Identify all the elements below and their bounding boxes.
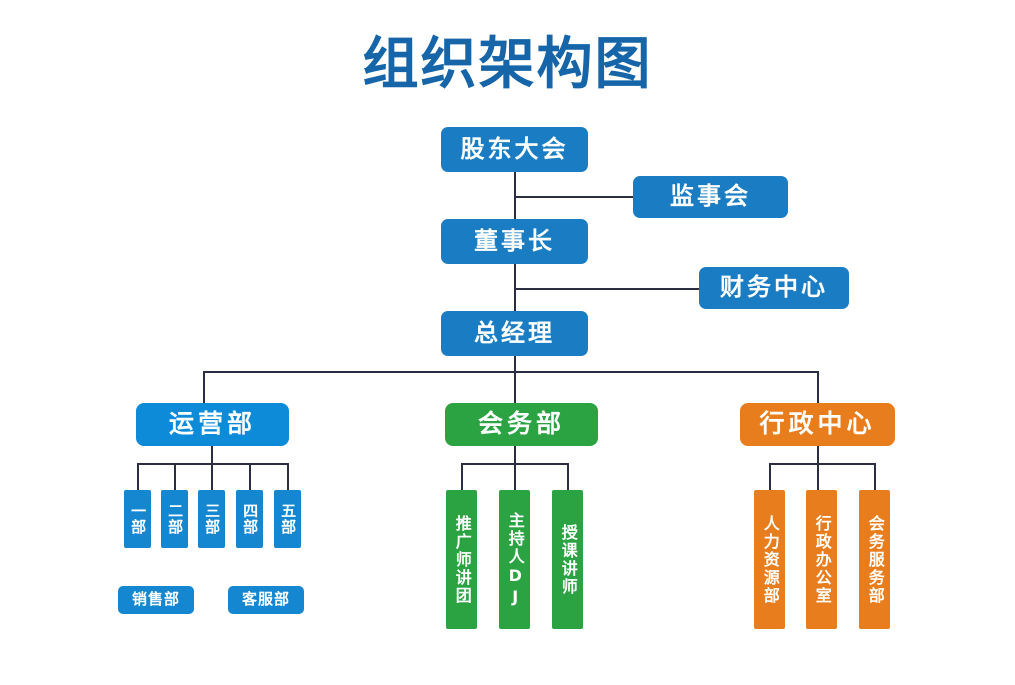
node-customer-service-department[interactable]: 客服部 xyxy=(228,586,304,614)
page-title: 组织架构图 xyxy=(362,32,653,97)
node-sales-department[interactable]: 销售部 xyxy=(118,586,194,614)
connector-administration-bus xyxy=(769,463,875,465)
connector-to-supervisors xyxy=(514,196,633,198)
node-label: 推广师讲团 xyxy=(452,514,472,605)
connector-conf-unit-3 xyxy=(567,463,569,490)
node-label: 一部 xyxy=(129,503,148,535)
node-label: 行政中心 xyxy=(759,409,876,439)
node-conference-department[interactable]: 会务部 xyxy=(445,403,598,446)
node-shareholders-meeting[interactable]: 股东大会 xyxy=(441,127,588,172)
node-label: 财务中心 xyxy=(720,273,828,302)
node-label: 监事会 xyxy=(670,182,751,211)
connector-conference-bus xyxy=(461,463,568,465)
node-label: 二部 xyxy=(166,503,185,535)
connector-bus-to-conference xyxy=(514,371,516,404)
node-finance-center[interactable]: 财务中心 xyxy=(699,267,849,309)
node-label: 销售部 xyxy=(131,590,180,609)
connector-ops-unit-4 xyxy=(249,463,251,490)
node-conference-unit[interactable]: 主持人DJ xyxy=(499,490,530,629)
connector-department-bus xyxy=(203,371,819,373)
node-administration-center[interactable]: 行政中心 xyxy=(740,403,895,446)
node-operations-unit[interactable]: 四部 xyxy=(236,490,263,548)
connector-admin-unit-3 xyxy=(874,463,876,490)
connector-bus-to-operations xyxy=(203,371,205,404)
node-label: 会务部 xyxy=(477,409,565,439)
node-label: 客服部 xyxy=(241,590,290,609)
connector-administration-down xyxy=(817,445,819,490)
connector-to-finance xyxy=(514,288,699,290)
node-operations-unit[interactable]: 五部 xyxy=(274,490,301,548)
node-label: 会务服务部 xyxy=(865,514,885,605)
node-administration-unit[interactable]: 会务服务部 xyxy=(859,490,890,629)
connector-ops-unit-2 xyxy=(174,463,176,490)
node-label: 五部 xyxy=(279,503,298,535)
node-chairman[interactable]: 董事长 xyxy=(441,219,588,264)
node-label: 四部 xyxy=(241,503,260,535)
node-operations-unit[interactable]: 二部 xyxy=(161,490,188,548)
connector-conf-unit-1 xyxy=(461,463,463,490)
node-label: 授课讲师 xyxy=(558,523,578,596)
node-label: 行政办公室 xyxy=(812,514,832,605)
node-conference-unit[interactable]: 授课讲师 xyxy=(552,490,583,629)
node-operations-unit[interactable]: 一部 xyxy=(124,490,151,548)
node-label: 股东大会 xyxy=(460,134,569,163)
node-label: 运营部 xyxy=(168,409,256,439)
node-label: 三部 xyxy=(203,503,222,535)
node-board-of-supervisors[interactable]: 监事会 xyxy=(633,176,788,218)
node-label: 董事长 xyxy=(474,226,555,255)
connector-ops-unit-5 xyxy=(287,463,289,490)
node-label: 人力资源部 xyxy=(760,514,780,605)
connector-ops-unit-1 xyxy=(137,463,139,490)
node-administration-unit[interactable]: 行政办公室 xyxy=(806,490,837,629)
node-conference-unit[interactable]: 推广师讲团 xyxy=(446,490,477,629)
node-general-manager[interactable]: 总经理 xyxy=(441,311,588,356)
node-operations-unit[interactable]: 三部 xyxy=(198,490,225,548)
connector-operations-bus xyxy=(137,463,288,465)
node-label: 总经理 xyxy=(474,318,555,347)
node-operations-department[interactable]: 运营部 xyxy=(136,403,289,446)
connector-conference-down xyxy=(514,445,516,490)
connector-admin-unit-1 xyxy=(769,463,771,490)
node-administration-unit[interactable]: 人力资源部 xyxy=(754,490,785,629)
node-label: 主持人DJ xyxy=(505,511,525,608)
connector-operations-down xyxy=(211,445,213,490)
connector-bus-to-administration xyxy=(817,371,819,404)
